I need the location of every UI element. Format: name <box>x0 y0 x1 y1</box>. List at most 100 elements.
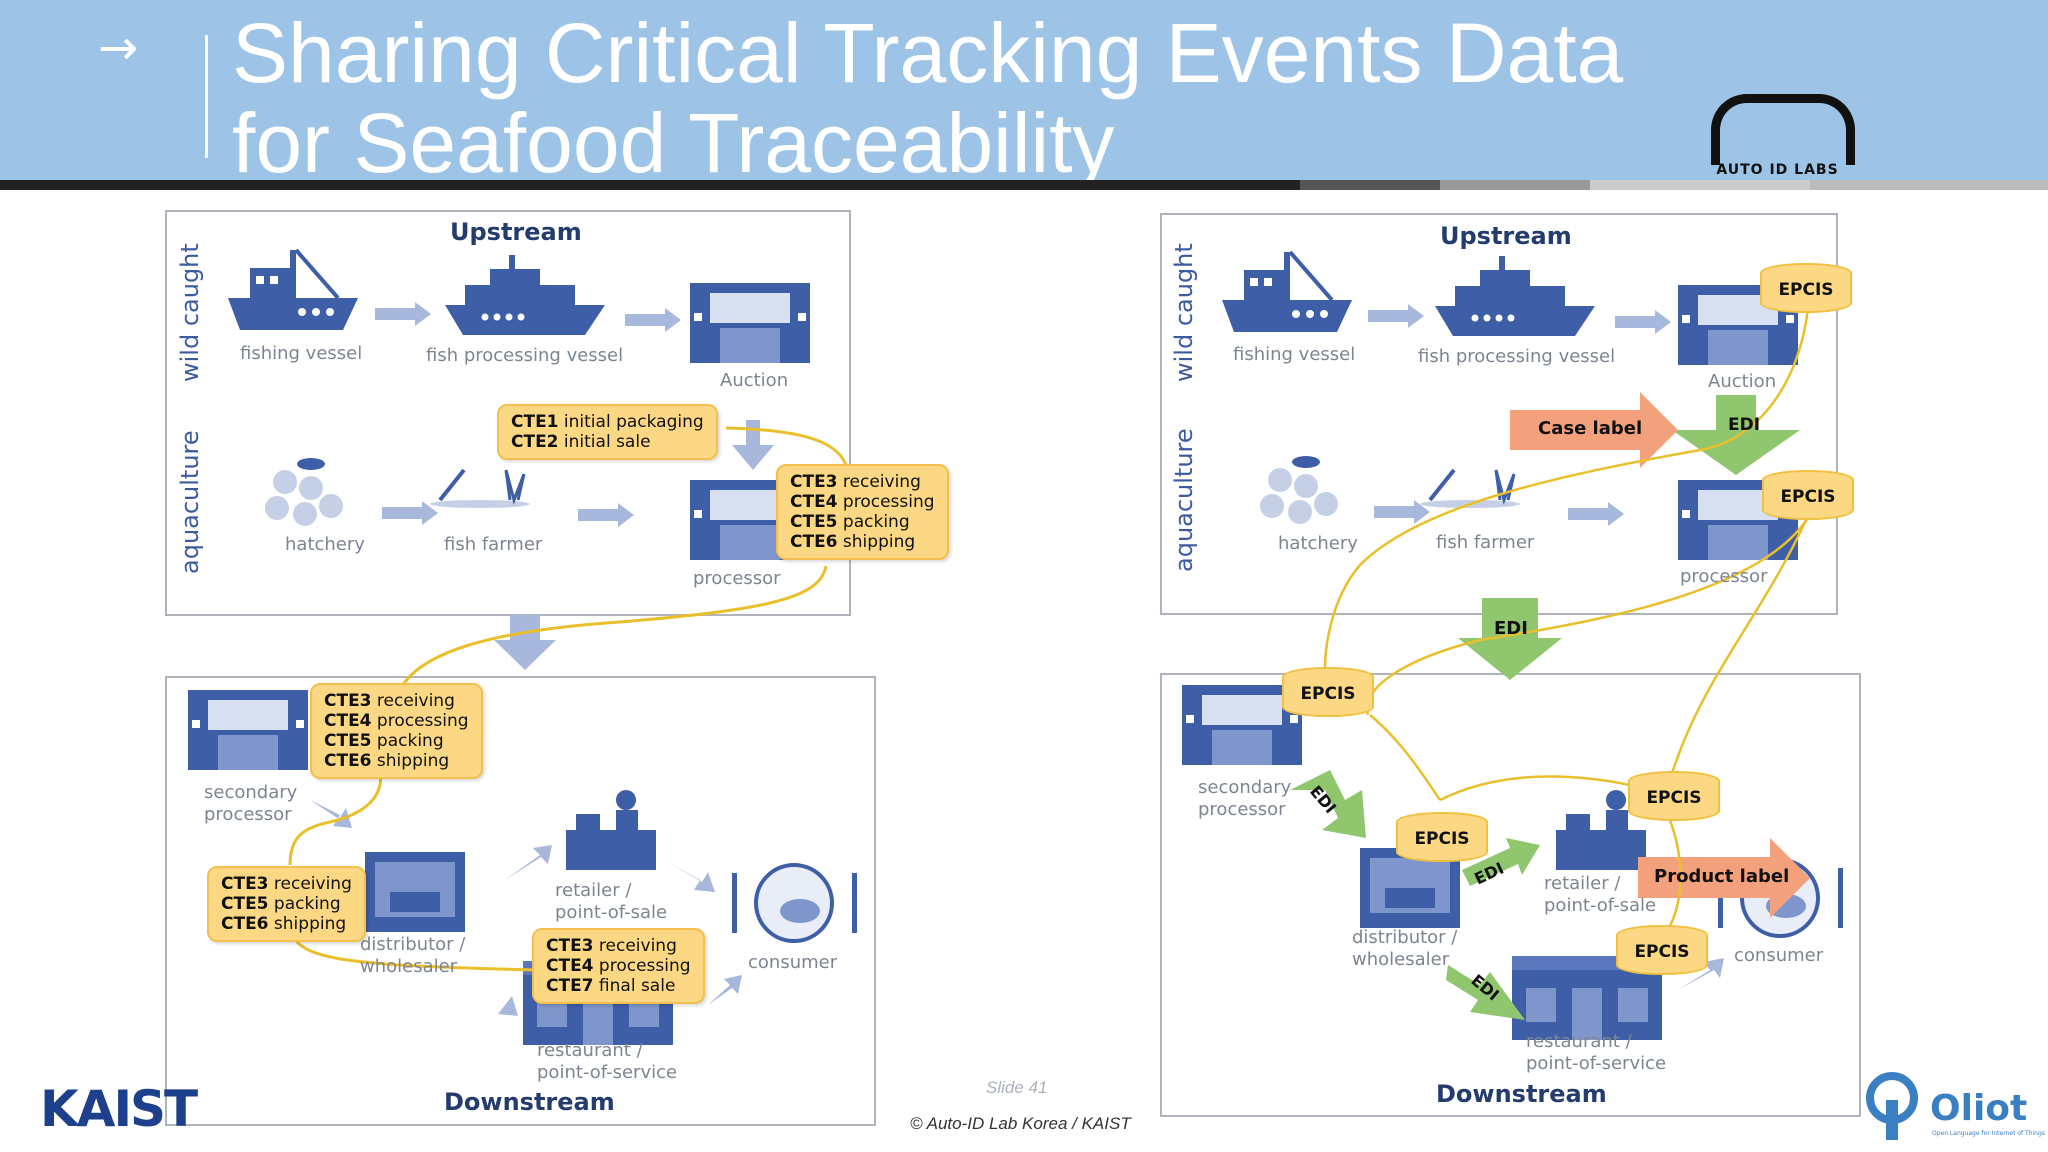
oliot-logo: Oliot <box>1930 1088 2028 1129</box>
cte-desc: initial sale <box>563 432 651 452</box>
cte-box-processor: CTE3 receiving CTE4 processing CTE5 pack… <box>776 464 949 560</box>
bullet-arrow-icon: → <box>98 20 139 76</box>
epcis-restaurant: EPCIS <box>1616 925 1708 975</box>
edi-label-upstream: EDI <box>1728 415 1761 435</box>
header-stripe-light <box>1590 180 1810 190</box>
cte-line: CTE5 packing <box>790 512 935 532</box>
left-auction-label: Auction <box>720 370 789 391</box>
slide-title-line2: for Seafood Traceability <box>232 96 1115 190</box>
right-consumer-label: consumer <box>1734 945 1824 966</box>
cte-desc: initial packaging <box>563 412 704 432</box>
cte-line: CTE5 packing <box>324 731 469 751</box>
header-stripe-dark <box>0 180 1300 190</box>
right-distributor-label-2: wholesaler <box>1352 949 1450 970</box>
left-upstream-label: Upstream <box>450 218 582 246</box>
cte-line: CTE2 initial sale <box>511 432 704 452</box>
cte-desc: shipping <box>376 751 450 771</box>
epcis-processor: EPCIS <box>1762 470 1854 520</box>
edi-label-middle: EDI <box>1494 618 1528 639</box>
cte-box-secondary-processor: CTE3 receiving CTE4 processing CTE5 pack… <box>310 683 483 779</box>
right-processor-label: processor <box>1680 566 1768 587</box>
cte-desc: shipping <box>273 914 347 934</box>
left-restaurant-label-2: point-of-service <box>537 1062 678 1083</box>
cte-desc: final sale <box>598 976 676 996</box>
cte-code: CTE1 <box>511 412 559 432</box>
cte-code: CTE5 <box>221 894 269 914</box>
right-secondary-processor-label-1: secondary <box>1198 777 1292 798</box>
cte-line: CTE3 receiving <box>546 936 691 956</box>
cte-desc: packing <box>842 512 910 532</box>
cte-code: CTE7 <box>546 976 594 996</box>
cte-box-initial: CTE1 initial packaging CTE2 initial sale <box>497 404 718 460</box>
cte-desc: receiving <box>598 936 677 956</box>
left-fish-processing-vessel-label: fish processing vessel <box>426 345 624 366</box>
right-restaurant-label-2: point-of-service <box>1526 1053 1667 1074</box>
epcis-retailer: EPCIS <box>1628 771 1720 821</box>
right-auction-label: Auction <box>1708 371 1777 392</box>
product-label-text: Product label <box>1654 866 1790 887</box>
cte-desc: processing <box>842 492 935 512</box>
cte-code: CTE6 <box>221 914 269 934</box>
slide-title-line1: Sharing Critical Tracking Events Data <box>232 6 1624 100</box>
cte-code: CTE4 <box>790 492 838 512</box>
right-fish-farmer-label: fish farmer <box>1436 532 1535 553</box>
header-stripe-grey <box>1440 180 1590 190</box>
left-fishing-vessel-label: fishing vessel <box>240 343 363 364</box>
cte-code: CTE2 <box>511 432 559 452</box>
cte-box-restaurant: CTE3 receiving CTE4 processing CTE7 fina… <box>532 928 705 1004</box>
epcis-distributor: EPCIS <box>1396 812 1488 862</box>
cte-desc: receiving <box>273 874 352 894</box>
cte-code: CTE5 <box>790 512 838 532</box>
cte-code: CTE6 <box>324 751 372 771</box>
left-processor-label: processor <box>693 568 781 589</box>
cte-line: CTE1 initial packaging <box>511 412 704 432</box>
left-retailer-label-1: retailer / <box>555 880 632 901</box>
cte-line: CTE4 processing <box>790 492 935 512</box>
epcis-secondary-processor: EPCIS <box>1282 667 1374 717</box>
cte-code: CTE4 <box>546 956 594 976</box>
right-hatchery-label: hatchery <box>1278 533 1358 554</box>
slide-title: Sharing Critical Tracking Events Data fo… <box>232 8 1623 188</box>
cte-line: CTE4 processing <box>324 711 469 731</box>
cte-line: CTE3 receiving <box>790 472 935 492</box>
case-label-text: Case label <box>1538 418 1643 439</box>
cte-desc: packing <box>273 894 341 914</box>
header-stripe-end <box>1810 180 2048 190</box>
cte-code: CTE3 <box>324 691 372 711</box>
cte-desc: packing <box>376 731 444 751</box>
cte-code: CTE3 <box>790 472 838 492</box>
cte-desc: shipping <box>842 532 916 552</box>
cte-line: CTE6 shipping <box>221 914 352 934</box>
right-secondary-processor-label-2: processor <box>1198 799 1286 820</box>
right-restaurant-label-1: restaurant / <box>1526 1031 1632 1052</box>
cte-desc: processing <box>376 711 469 731</box>
oliot-subtitle: Open Language for Internet of Things <box>1932 1130 2045 1137</box>
left-secondary-processor-label-1: secondary <box>204 782 298 803</box>
left-consumer-label: consumer <box>748 952 838 973</box>
cte-line: CTE3 receiving <box>324 691 469 711</box>
cte-line: CTE6 shipping <box>790 532 935 552</box>
right-retailer-label-1: retailer / <box>1544 873 1621 894</box>
cte-desc: processing <box>598 956 691 976</box>
right-distributor-label-1: distributor / <box>1352 927 1458 948</box>
auto-id-logo-label: AUTO ID LABS <box>1716 162 1839 178</box>
cte-desc: receiving <box>376 691 455 711</box>
right-upstream-label: Upstream <box>1440 222 1572 250</box>
right-downstream-label: Downstream <box>1436 1080 1607 1108</box>
cte-line: CTE6 shipping <box>324 751 469 771</box>
left-fish-farmer-label: fish farmer <box>444 534 543 555</box>
slide-header: → Sharing Critical Tracking Events Data … <box>0 0 2048 188</box>
left-downstream-label: Downstream <box>444 1088 615 1116</box>
left-distributor-label-1: distributor / <box>360 934 466 955</box>
cte-line: CTE7 final sale <box>546 976 691 996</box>
header-divider <box>205 35 208 158</box>
auto-id-logo-mark <box>1711 94 1855 165</box>
epcis-auction: EPCIS <box>1760 263 1852 313</box>
cte-code: CTE4 <box>324 711 372 731</box>
left-secondary-processor-label-2: processor <box>204 804 292 825</box>
cte-desc: receiving <box>842 472 921 492</box>
right-retailer-label-2: point-of-sale <box>1544 895 1657 916</box>
cte-line: CTE4 processing <box>546 956 691 976</box>
